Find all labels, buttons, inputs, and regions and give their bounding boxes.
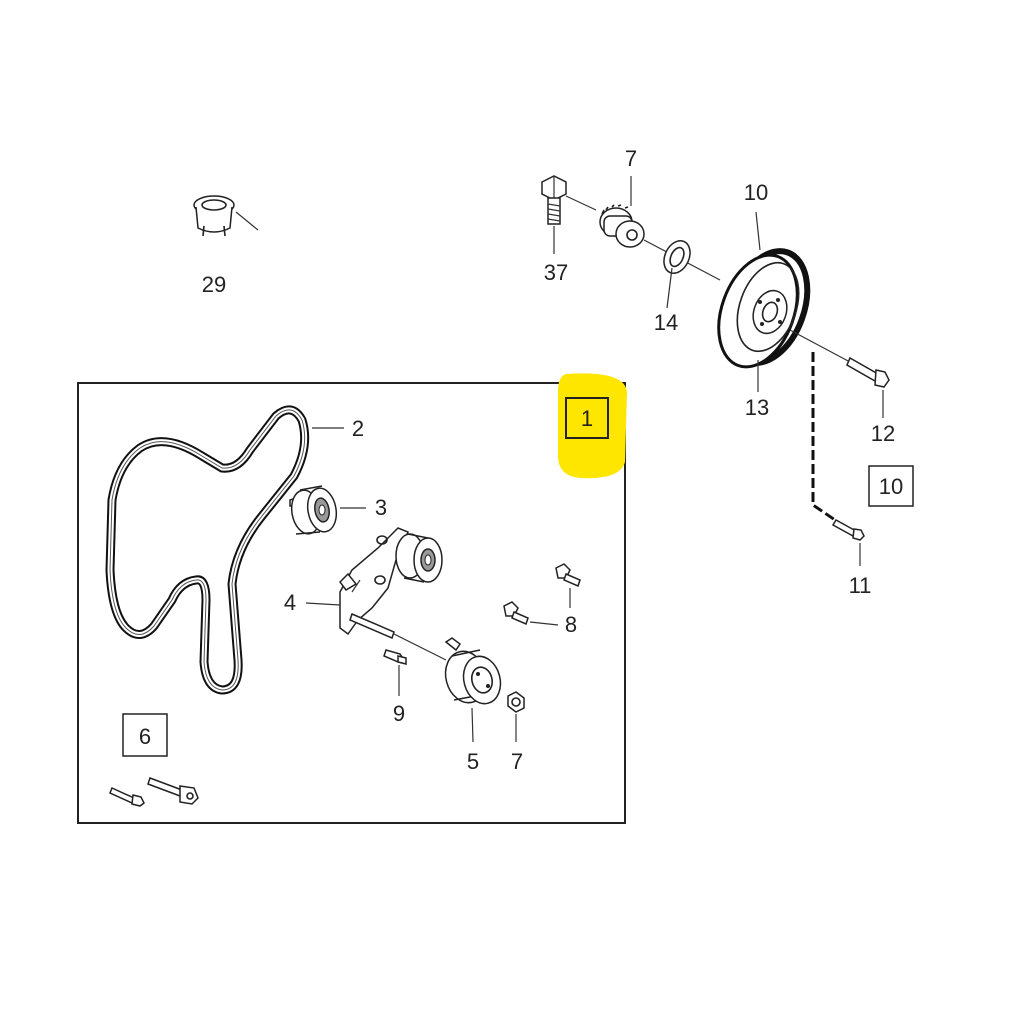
part-8-bolts[interactable] (503, 563, 581, 626)
callout-9: 9 (393, 701, 405, 726)
callout-29: 29 (202, 272, 226, 297)
callout-10: 10 (744, 180, 768, 205)
ref-box-10[interactable]: 10 (868, 465, 914, 507)
part-9-bolt[interactable] (383, 649, 407, 696)
callout-5: 5 (467, 749, 479, 774)
callout-4: 4 (284, 590, 296, 615)
kit-1-highlight[interactable]: 1 (558, 373, 627, 479)
kit-bolt-long[interactable] (147, 777, 199, 805)
callout-8: 8 (565, 612, 577, 637)
callout-2: 2 (352, 416, 364, 441)
callout-11: 11 (849, 573, 872, 598)
highlight-marker (558, 373, 627, 479)
ref-box-10-label: 10 (879, 474, 903, 499)
part-10-crank-pulley[interactable] (704, 211, 821, 392)
callout-7-top: 7 (625, 146, 637, 171)
part-11-bolt[interactable] (831, 518, 865, 566)
callout-3: 3 (375, 495, 387, 520)
part-37-bolt[interactable] (541, 175, 597, 254)
callout-12: 12 (871, 421, 895, 446)
kit-bolt-short[interactable] (109, 786, 145, 807)
kit-1-label: 1 (581, 406, 593, 431)
part-14-washer[interactable] (659, 237, 695, 309)
part-29-bushing[interactable] (193, 195, 259, 237)
callout-37: 37 (544, 260, 568, 285)
ref-box-6[interactable]: 6 (122, 713, 168, 757)
part-5-tensioner-pulley[interactable] (440, 637, 506, 743)
assembly-centerline (811, 352, 839, 524)
ref-box-6-label: 6 (139, 724, 151, 749)
kit-group-box (77, 382, 626, 824)
part-7-nut[interactable] (507, 691, 525, 742)
part-2-serpentine-belt[interactable] (105, 405, 344, 695)
part-3-idler-pulley[interactable] (288, 485, 366, 536)
part-7-sprocket[interactable] (599, 176, 721, 281)
callout-13: 13 (745, 395, 769, 420)
part-12-pulley-bolt[interactable] (789, 329, 890, 418)
part-4-tensioner-assembly[interactable] (305, 527, 447, 661)
callout-7-bottom: 7 (511, 749, 523, 774)
callout-14: 14 (654, 310, 678, 335)
